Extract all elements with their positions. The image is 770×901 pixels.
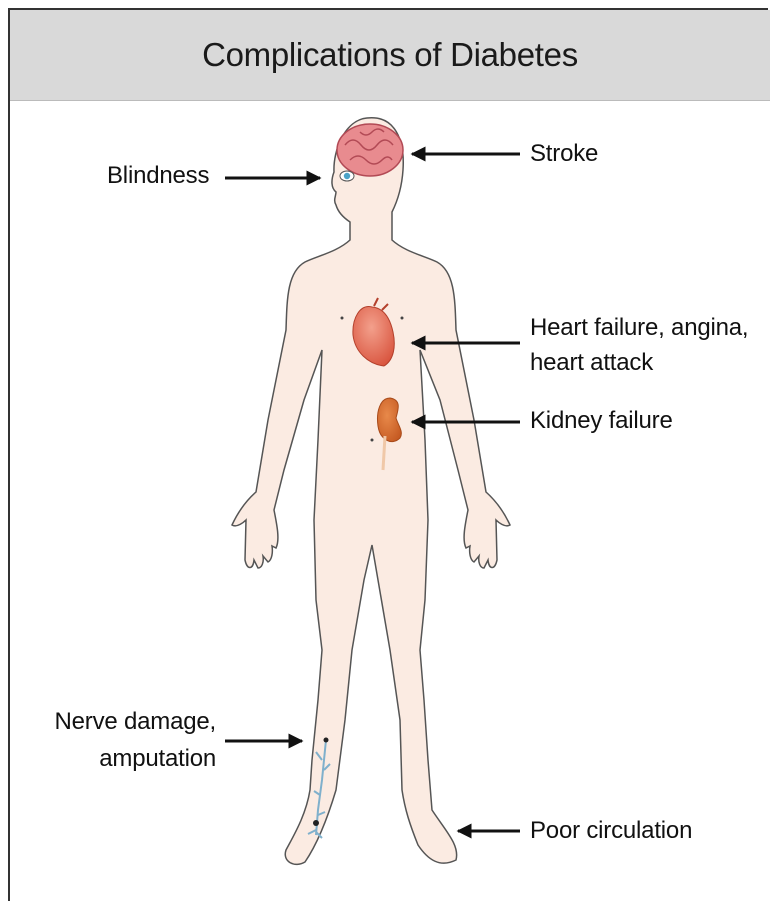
label-heart-line1: Heart failure, angina,: [530, 313, 748, 343]
human-body-outline: [232, 118, 510, 865]
label-blindness: Blindness: [107, 161, 209, 191]
label-stroke: Stroke: [530, 139, 598, 169]
label-heart-line2: heart attack: [530, 348, 653, 378]
brain-icon: [337, 124, 403, 176]
label-kidney: Kidney failure: [530, 406, 673, 436]
label-nerve-line1: Nerve damage,: [55, 707, 217, 737]
label-nerve-line2: amputation: [99, 744, 216, 774]
eye-icon: [340, 171, 354, 181]
label-circulation: Poor circulation: [530, 816, 692, 846]
